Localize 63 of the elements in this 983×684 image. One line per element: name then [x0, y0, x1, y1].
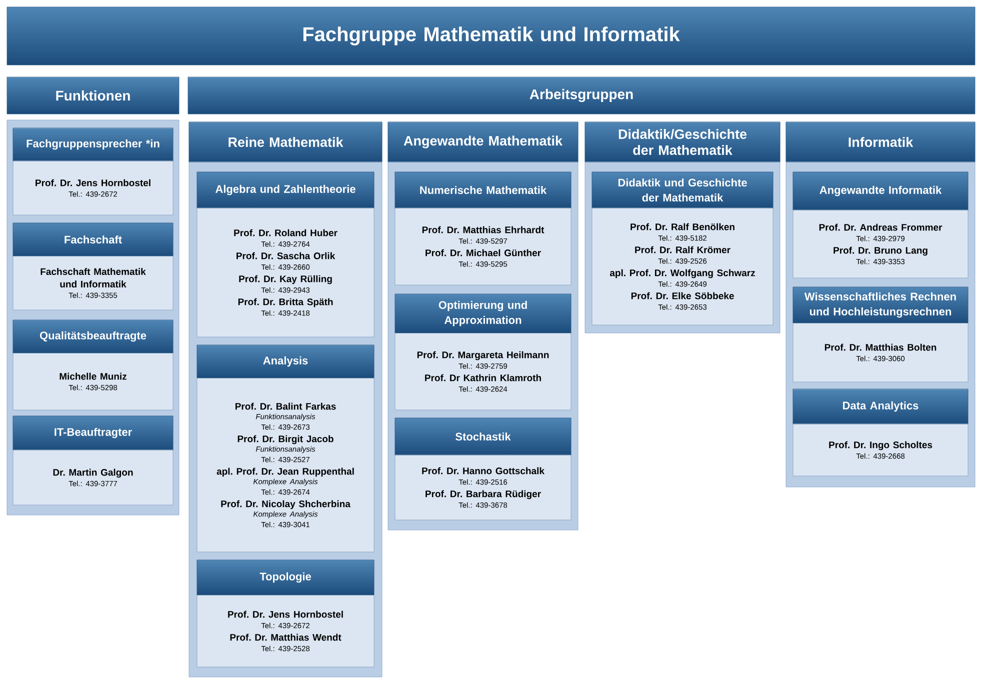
- group-card: [12, 128, 174, 216]
- card-heading: Fachgruppensprecher *in: [26, 139, 160, 150]
- group-card: [12, 222, 174, 310]
- card-heading: Data Analytics: [843, 401, 918, 412]
- person-name: Prof. Dr. Margareta Heilmann: [417, 351, 549, 360]
- group-card: [12, 416, 174, 506]
- group-card: [12, 320, 174, 410]
- person-name: Prof. Dr. Jens Hornbostel: [36, 179, 150, 186]
- person-name: Fachschaft Mathematik und Informatik: [40, 268, 146, 288]
- person-name: Prof. Dr Kathrin Klamroth: [425, 374, 541, 382]
- column-heading: Didaktik/Geschichte der Mathematik: [584, 122, 780, 162]
- person-name: Prof. Dr. Birgit Jacob: [238, 435, 334, 444]
- group-card: [196, 560, 374, 668]
- card-heading: Numerische Mathematik: [420, 186, 547, 194]
- card-heading: IT-Beauftragter: [54, 428, 132, 438]
- card-heading: Wissenschaftliches Rechnen und Hochleistungsrechnen: [804, 292, 956, 318]
- person-name: Dr. Martin Galgon: [53, 468, 133, 478]
- group-card: [394, 418, 572, 520]
- card-heading: Optimierung und Approximation: [438, 300, 527, 326]
- group-card: [196, 344, 374, 552]
- person-name: Michelle Muniz: [60, 372, 127, 380]
- person-name: Prof. Dr. Balint Farkas: [235, 402, 336, 410]
- group-card: [394, 172, 572, 286]
- group-card: [792, 172, 968, 278]
- person-name: apl. Prof. Dr. Wolfgang Schwarz: [610, 269, 755, 278]
- card-heading: Analysis: [263, 356, 308, 367]
- section-header: Arbeitsgruppen: [188, 76, 976, 114]
- person-name: Prof. Dr. Ralf Krömer: [635, 246, 730, 254]
- person-name: Prof. Dr. Sascha Orlik: [236, 252, 336, 260]
- person-name: Prof. Dr. Ralf Benölken: [630, 223, 734, 230]
- card-heading: Stochastik: [456, 432, 511, 441]
- card-heading: Topologie: [260, 572, 311, 583]
- column-heading: Informatik: [786, 122, 976, 162]
- section-header: Funktionen: [6, 76, 180, 114]
- person-name: Prof. Dr. Elke Söbbeke: [631, 292, 734, 300]
- person-name: Prof. Dr. Andreas Frommer: [819, 224, 942, 231]
- column-heading: Angewandte Mathematik: [388, 122, 578, 162]
- person-name: apl. Prof. Dr. Jean Ruppenthal: [216, 468, 354, 477]
- person-name: Prof. Dr. Britta Späth: [238, 298, 333, 308]
- person-name: Prof. Dr. Jens Hornbostel: [228, 610, 343, 618]
- person-name: Prof. Dr. Nicolay Shcherbina: [221, 500, 350, 510]
- column-heading: Reine Mathematik: [188, 122, 382, 162]
- person-name: Prof. Dr. Ingo Scholtes: [829, 441, 932, 450]
- person-name: Prof. Dr. Bruno Lang: [834, 246, 928, 256]
- group-card: [792, 286, 968, 382]
- card-heading: Fachschaft: [64, 235, 122, 244]
- person-name: Prof. Dr. Michael Günther: [426, 249, 541, 256]
- group-card: [394, 294, 572, 410]
- person-name: Prof. Dr. Hanno Gottschalk: [422, 467, 544, 474]
- group-card: [592, 172, 774, 326]
- person-name: Prof. Dr. Matthias Ehrhardt: [422, 226, 544, 234]
- person-name: Prof. Dr. Roland Huber: [234, 229, 338, 236]
- card-heading: Qualitätsbeauftragte: [40, 331, 146, 342]
- person-name: Prof. Dr. Barbara Rüdiger: [426, 490, 541, 500]
- title-banner: Fachgruppe Mathematik und Informatik: [6, 6, 976, 66]
- group-card: [792, 388, 968, 476]
- person-name: Prof. Dr. Matthias Bolten: [824, 344, 936, 351]
- card-heading: Angewandte Informatik: [820, 186, 942, 196]
- person-name: Prof. Dr. Matthias Wendt: [230, 634, 342, 641]
- group-card: [196, 172, 374, 338]
- person-name: Prof. Dr. Kay Rülling: [239, 275, 332, 284]
- card-heading: Didaktik und Geschichte der Mathematik: [618, 178, 747, 202]
- card-heading: Algebra und Zahlentheorie: [216, 184, 356, 196]
